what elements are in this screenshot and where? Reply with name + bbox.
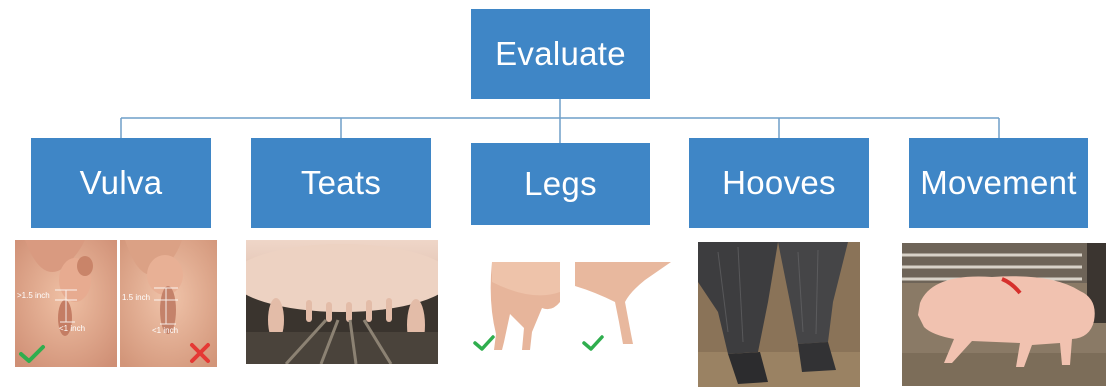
evaluate-box: Evaluate	[471, 9, 650, 99]
teats-box: Teats	[251, 138, 431, 228]
teats-photo	[246, 240, 438, 364]
vulva-box: Vulva	[31, 138, 211, 228]
vulva-bad-measure-bottom: <1 inch	[152, 326, 178, 335]
hooves-label: Hooves	[722, 164, 836, 202]
legs-check-icon-2	[581, 334, 605, 352]
vulva-good-measure-bottom: <1 inch	[59, 324, 85, 333]
vulva-label: Vulva	[80, 164, 163, 202]
vulva-bad-measure-top: 1.5 inch	[122, 293, 150, 302]
vulva-cross-icon	[188, 341, 212, 365]
legs-check-icon-1	[472, 334, 496, 352]
hooves-box: Hooves	[689, 138, 869, 228]
hooves-photo	[698, 242, 860, 387]
vulva-good-measure-top: >1.5 inch	[17, 291, 50, 300]
movement-box: Movement	[909, 138, 1088, 228]
movement-label: Movement	[920, 164, 1076, 202]
legs-label: Legs	[524, 165, 597, 203]
evaluate-label: Evaluate	[495, 35, 626, 73]
teats-label: Teats	[301, 164, 381, 202]
vulva-check-icon	[18, 344, 46, 364]
movement-photo	[902, 243, 1106, 386]
legs-box: Legs	[471, 143, 650, 225]
